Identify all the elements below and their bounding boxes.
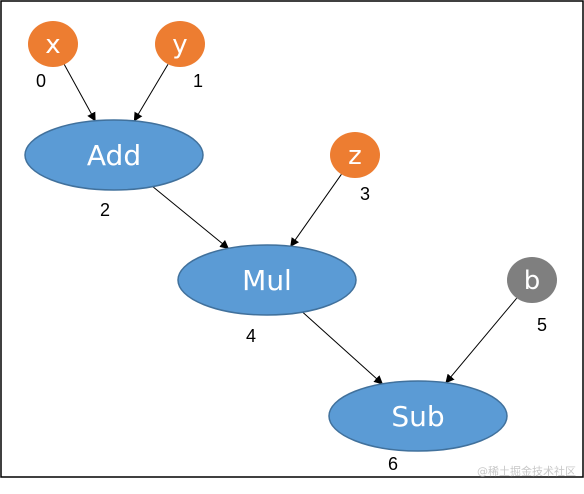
node-mul-index: 4	[246, 326, 256, 346]
node-z-shape	[330, 132, 380, 178]
watermark: @稀土掘金技术社区	[477, 464, 576, 478]
node-sub-index: 6	[388, 454, 398, 474]
node-z: z	[330, 132, 380, 178]
node-b: b	[507, 257, 557, 303]
diagram-frame	[0, 0, 584, 478]
node-y-shape	[155, 21, 205, 67]
node-b-label: b	[524, 266, 541, 296]
node-mul: Mul	[177, 244, 357, 316]
node-x-label: x	[45, 30, 60, 60]
node-z-index: 3	[360, 184, 370, 204]
node-sub-shape	[328, 380, 508, 452]
node-z-label: z	[348, 141, 362, 171]
edge-x-to-add	[63, 64, 96, 122]
node-add: Add	[24, 119, 204, 191]
node-x: x	[28, 21, 78, 67]
edge-mul-to-sub	[302, 311, 384, 385]
node-b-shape	[507, 257, 557, 303]
node-x-shape	[28, 21, 78, 67]
node-sub: Sub	[328, 380, 508, 452]
node-mul-label: Mul	[242, 264, 292, 297]
node-add-index: 2	[100, 200, 110, 220]
edge-b-to-sub	[445, 297, 518, 384]
node-y-index: 1	[193, 71, 203, 91]
node-add-label: Add	[87, 139, 141, 172]
edges-group	[63, 63, 518, 385]
node-x-index: 0	[36, 71, 46, 91]
edge-z-to-mul	[290, 174, 342, 248]
node-mul-shape	[177, 244, 357, 316]
edge-y-to-add	[133, 63, 169, 122]
node-y: y	[155, 21, 205, 67]
edge-add-to-mul	[152, 186, 230, 250]
node-sub-label: Sub	[391, 400, 444, 433]
node-add-shape	[24, 119, 204, 191]
node-b-index: 5	[537, 315, 547, 335]
node-y-label: y	[172, 30, 187, 60]
